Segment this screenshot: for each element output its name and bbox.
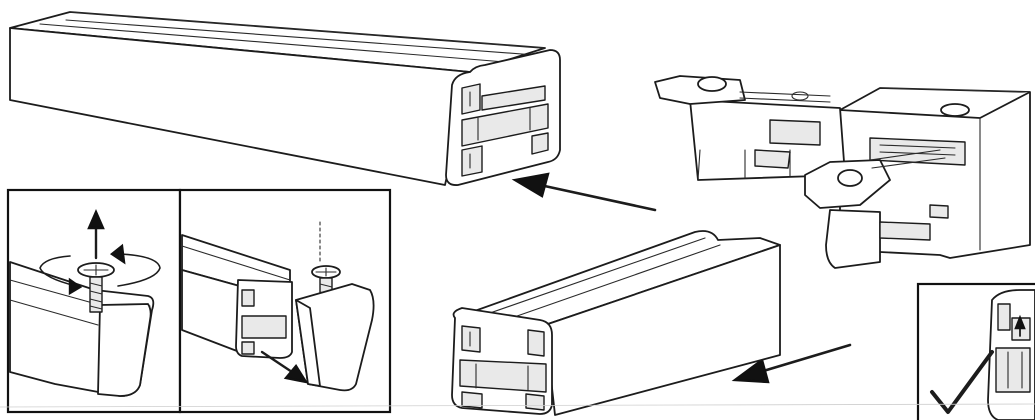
check-mark-icon	[930, 350, 994, 414]
checkmark-inset	[916, 282, 1035, 420]
direction-arrow-upper	[511, 172, 657, 212]
end-cap-slide-off-inset	[178, 188, 392, 414]
screw-removal-inset	[6, 188, 182, 414]
direction-arrow-lower	[731, 343, 852, 384]
track-rail-short	[451, 230, 781, 416]
track-rail-long	[9, 11, 561, 186]
track-adapter-connector	[654, 75, 1031, 269]
